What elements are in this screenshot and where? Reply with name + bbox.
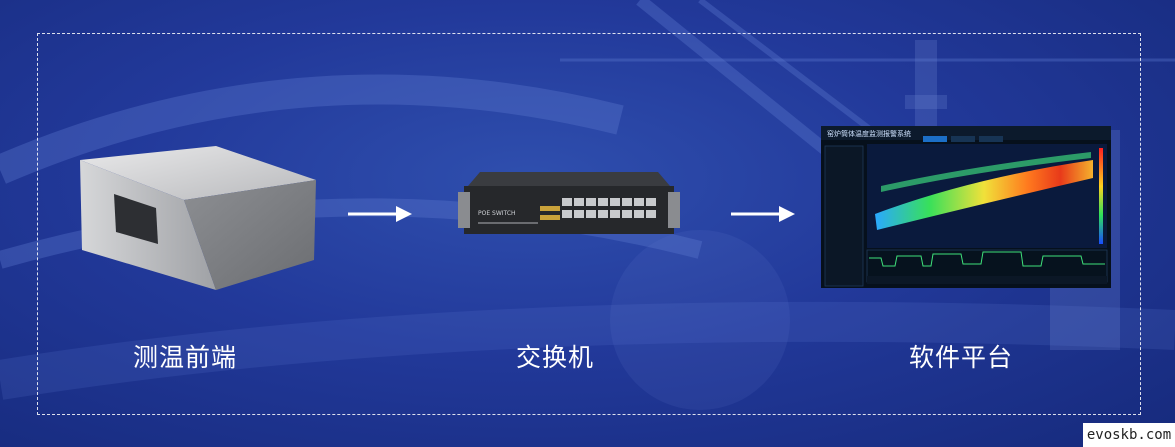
stage-label-platform: 软件平台 [909,343,1014,372]
switch-brand-label: POE SWITCH [478,210,516,217]
flow-arrow-1 [348,206,412,222]
stage-label-switch: 交换机 [516,343,595,372]
watermark: evoskb.com [1083,423,1175,447]
dashed-frame [37,33,1141,415]
stage-label-sensor: 测温前端 [133,343,238,372]
software-platform-screen-icon: 窑炉筒体温度监测报警系统 [821,126,1111,288]
network-switch-icon: POE SWITCH [458,172,680,234]
flow-arrow-2 [731,206,795,222]
platform-screen-title: 窑炉筒体温度监测报警系统 [827,129,911,138]
temperature-sensor-box-icon [80,146,316,290]
